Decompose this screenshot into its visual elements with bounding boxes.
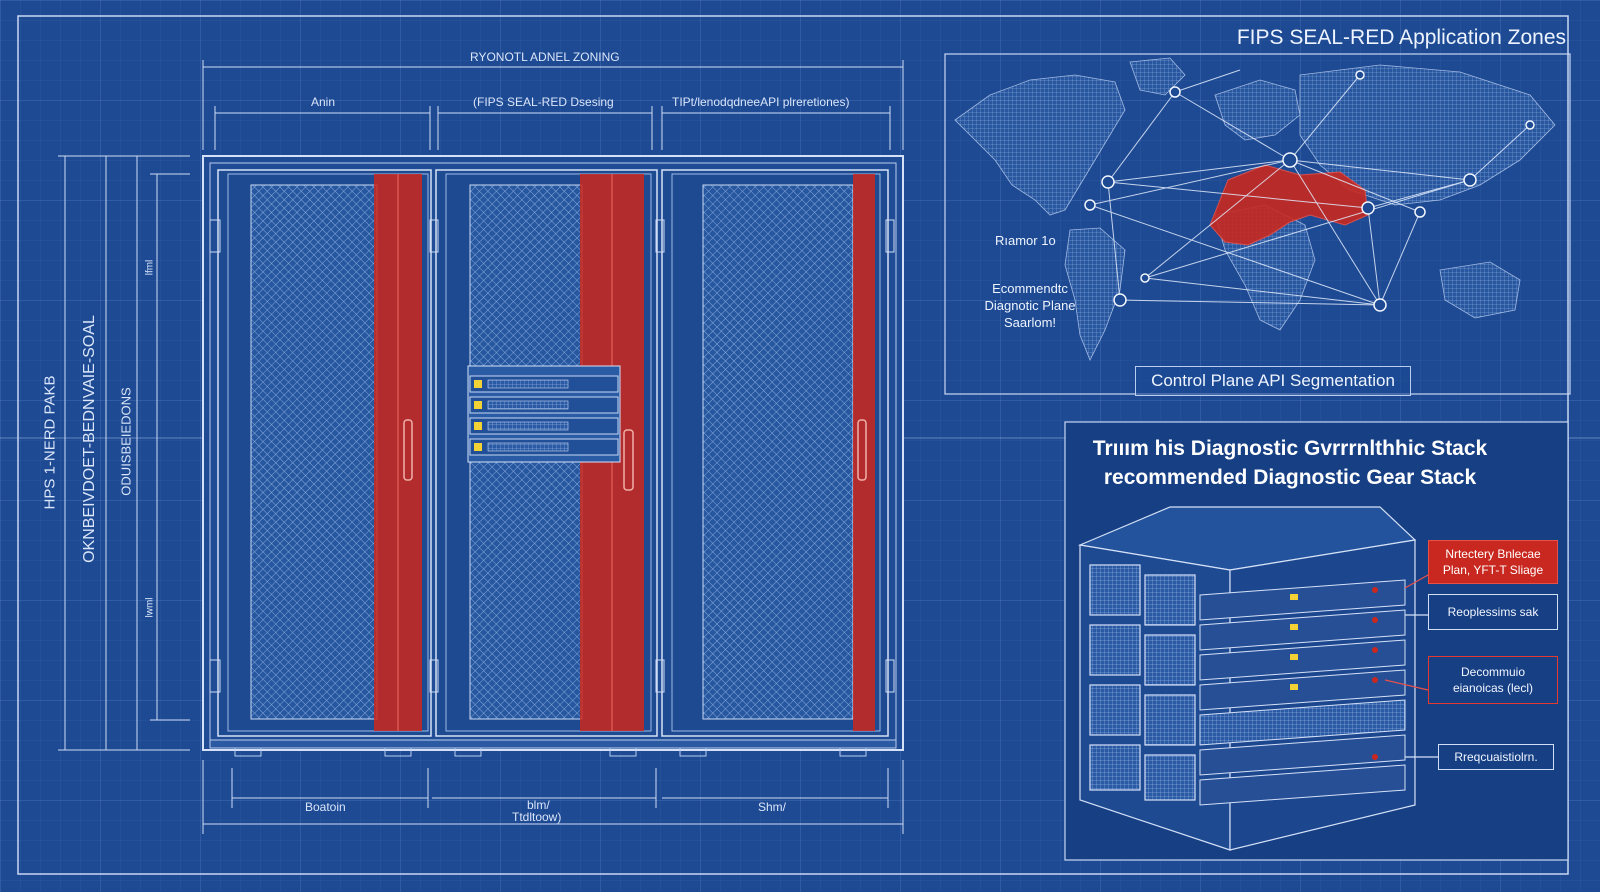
map-caption: Control Plane API Segmentation bbox=[1135, 366, 1411, 396]
rack-cabinet bbox=[202, 155, 904, 757]
map-nodes bbox=[1084, 70, 1535, 312]
callout-4-line-1: Rreqcuaistiolrn. bbox=[1454, 750, 1538, 764]
world-map bbox=[954, 57, 1556, 361]
left-vertical-label-1: HPS 1-NERD PAKB bbox=[41, 375, 59, 510]
map-label-stack-line-1: Ecommendtc bbox=[992, 281, 1068, 296]
page-title: FIPS SEAL-RED Application Zones bbox=[1236, 26, 1566, 49]
map-label-stack: Ecommendtc Diagnotic Plane Saarlom! bbox=[980, 280, 1080, 331]
left-vertical-label-3: ODUISBEIEDONS bbox=[118, 387, 134, 496]
left-vertical-label-2: OKNBEIVDOET-BEDNVAIE-SOAL bbox=[81, 315, 98, 563]
stack-title-line-1: Trııım his Diagnostic Gvrrrnlthhic Stack bbox=[1092, 437, 1488, 460]
bottom-label-4: Shm/ bbox=[758, 800, 787, 814]
column-label-1: Anin bbox=[311, 95, 336, 109]
stack-panel-title: Trııım his Diagnostic Gvrrrnlthhic Stack… bbox=[1065, 434, 1515, 492]
callout-1-line-2: Plan, YFT-T Sliage bbox=[1442, 563, 1544, 577]
callout-2: Reoplessims sak bbox=[1428, 594, 1558, 630]
callout-1: Nrtectery Bnlecae Plan, YFT-T Sliage bbox=[1428, 540, 1558, 584]
column-label-2: (FIPS SEAL-RED Dsesing bbox=[473, 95, 614, 109]
rack-servers bbox=[467, 365, 621, 463]
bottom-label-3: Ttdltoow) bbox=[512, 810, 562, 824]
server-stack-drawing bbox=[1077, 506, 1438, 851]
small-vertical-mark-2: lwml bbox=[144, 597, 156, 618]
bottom-label-2: blm/ bbox=[527, 798, 550, 812]
callout-2-line-1: Reoplessims sak bbox=[1447, 605, 1539, 619]
small-vertical-mark-1: lfml bbox=[144, 259, 156, 276]
map-red-zone bbox=[1209, 164, 1369, 246]
stack-title-line-2: recommended Diagnostic Gear Stack bbox=[1103, 466, 1477, 489]
map-label-stack-line-3: Saarlom! bbox=[1003, 315, 1057, 330]
top-dimension-lines bbox=[202, 60, 904, 150]
callout-3-line-1: Decommuio bbox=[1460, 665, 1526, 679]
callout-1-line-1: Nrtectery Bnlecae bbox=[1445, 547, 1541, 561]
map-label-stack-line-2: Diagnotic Plane bbox=[984, 298, 1076, 313]
top-dimension-label: RYONOTL ADNEL ZONING bbox=[470, 50, 620, 64]
column-label-3: TIPt/lenodqdneeAPI plreretiones) bbox=[672, 95, 850, 109]
bottom-label-1: Boatoin bbox=[305, 800, 346, 814]
callout-3-line-2: eianoicas (lecl) bbox=[1452, 681, 1534, 695]
callout-3: Decommuio eianoicas (lecl) bbox=[1428, 656, 1558, 704]
left-dimension-lines bbox=[58, 155, 190, 751]
bottom-dimension-lines bbox=[202, 760, 904, 834]
callout-4: Rreqcuaistiolrn. bbox=[1438, 744, 1554, 770]
map-network-links bbox=[1089, 69, 1531, 306]
map-label-top: Rıamor 1o bbox=[995, 233, 1056, 248]
